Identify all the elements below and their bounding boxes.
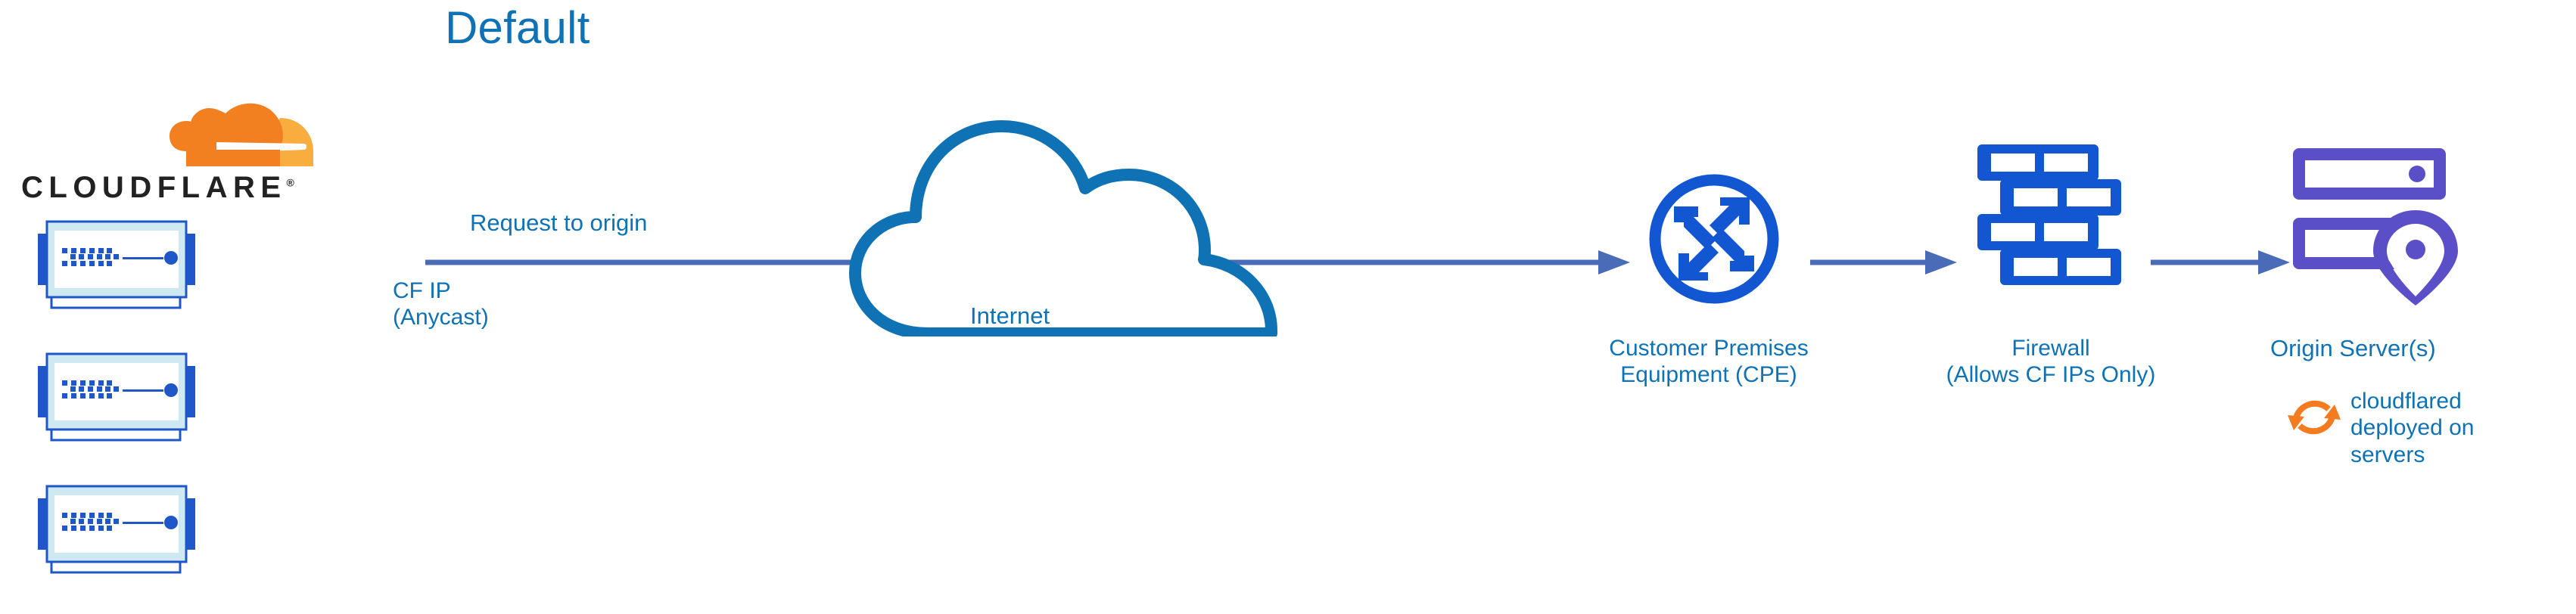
- cloudflare-cloud-logo-icon: [170, 97, 321, 169]
- server-with-location-pin-icon: [2291, 135, 2459, 310]
- internet-label: Internet: [970, 302, 1050, 329]
- server-rack-icon: [29, 480, 204, 578]
- firewall-label-line2: (Allows CF IPs Only): [1946, 362, 2156, 388]
- cloudflared-label-line1: cloudflared: [2350, 389, 2462, 414]
- cpe-label-line1: Customer Premises: [1609, 336, 1809, 361]
- cf-ip-label: CF IP (Anycast): [393, 278, 489, 331]
- cpe-label: Customer Premises Equipment (CPE): [1552, 335, 1865, 389]
- origin-server-label: Origin Server(s): [2270, 335, 2436, 361]
- connector-label-request-to-origin: Request to origin: [470, 209, 648, 236]
- cloudflared-label: cloudflared deployed on servers: [2350, 388, 2525, 468]
- server-rack-icon: [29, 348, 204, 446]
- cpe-label-line2: Equipment (CPE): [1620, 362, 1797, 388]
- connector-firewall-to-origin: [2149, 246, 2293, 279]
- server-rack-icon: [29, 216, 204, 314]
- cloudflare-wordmark: CLOUDFLARE®: [21, 172, 294, 203]
- page-title: Default: [445, 2, 590, 53]
- cf-ip-label-line1: CF IP: [393, 278, 451, 303]
- firewall-label: Firewall (Allows CF IPs Only): [1899, 335, 2202, 389]
- cloudflared-label-line2: deployed on: [2350, 415, 2475, 441]
- cloudflared-label-line3: servers: [2350, 442, 2425, 467]
- brick-wall-icon: [1976, 140, 2127, 287]
- cloudflare-logo: CLOUDFLARE®: [21, 97, 339, 203]
- firewall-label-line1: Firewall: [2011, 336, 2090, 361]
- cloud-icon: [846, 110, 1300, 340]
- cf-ip-label-line2: (Anycast): [393, 305, 489, 330]
- sync-arrows-icon: [2286, 389, 2342, 445]
- connector-cpe-to-firewall: [1809, 246, 1960, 279]
- registered-trademark-symbol: ®: [286, 176, 294, 189]
- router-four-arrows-icon: [1645, 170, 1783, 308]
- cloudflare-wordmark-text: CLOUDFLARE: [21, 171, 287, 204]
